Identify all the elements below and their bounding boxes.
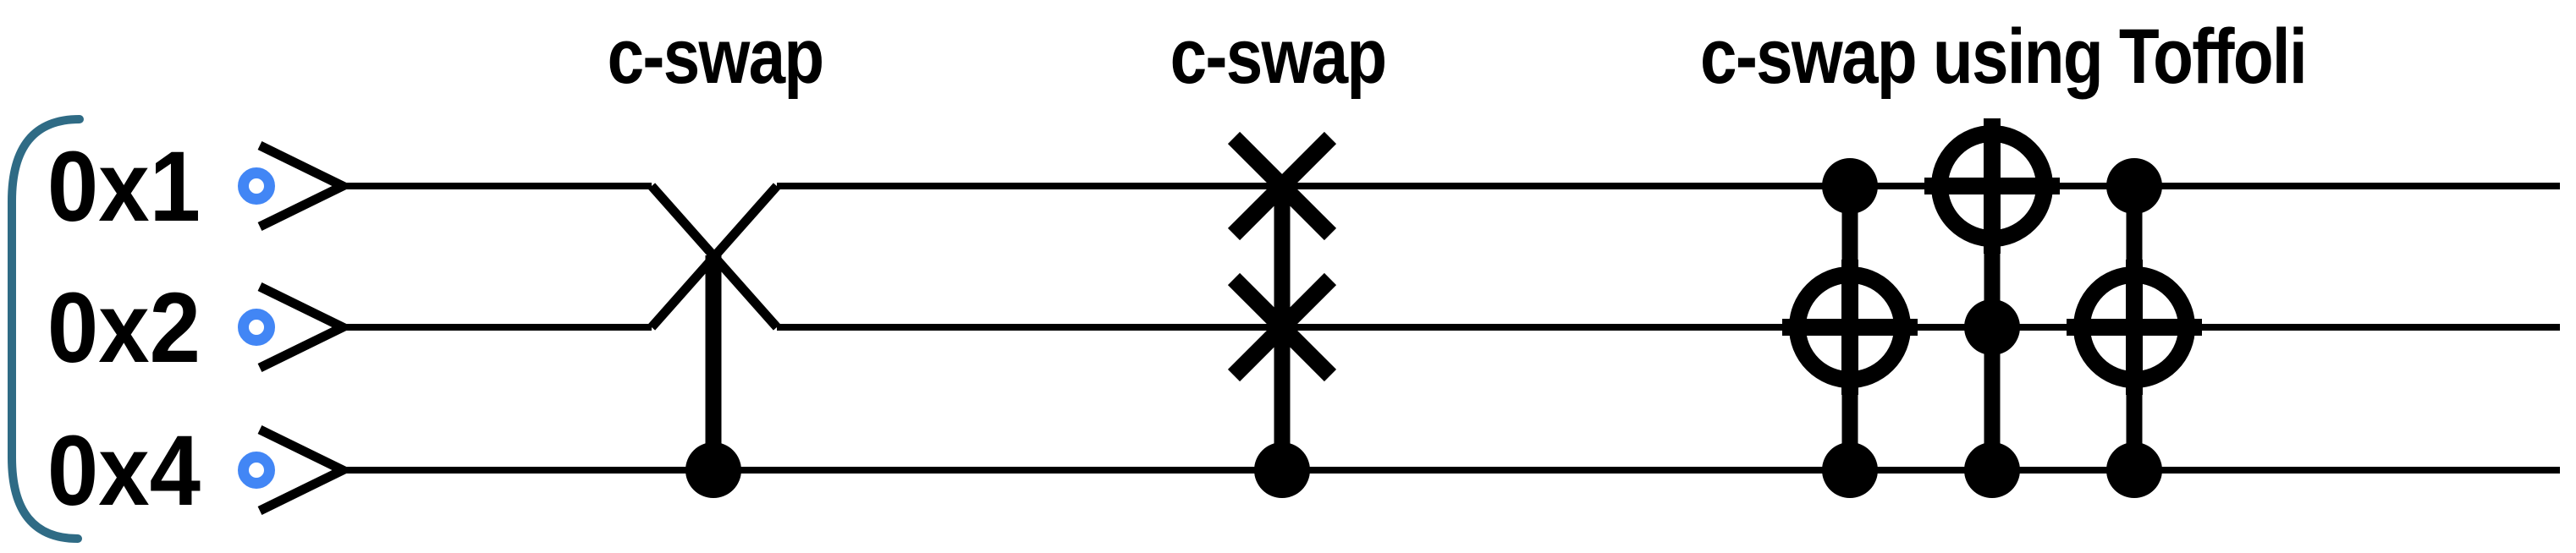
toffoli-gate-1 (1782, 158, 1918, 498)
cswap-crossing-gate (647, 183, 781, 498)
input-marker-icon (238, 452, 275, 489)
input-marker-icon (238, 309, 275, 346)
cswap-x-gate (1227, 131, 1337, 498)
toffoli-gate-3 (2067, 158, 2202, 498)
register-label-0x1: 0x1 (47, 131, 201, 243)
toffoli-gate-2 (1924, 118, 2060, 498)
control-dot (2106, 158, 2162, 214)
control-dot (1822, 158, 1878, 214)
section-title-cswap-1: c-swap (608, 14, 823, 100)
register-bracket (7, 115, 84, 543)
cnot-target-icon (1782, 260, 1918, 395)
control-dot (1964, 299, 2020, 355)
input-marker-icon (238, 167, 275, 205)
register-label-0x2: 0x2 (47, 272, 201, 384)
cnot-target-icon (2067, 260, 2202, 395)
control-dot (1822, 442, 1878, 498)
swap-x-icon (1227, 272, 1337, 382)
control-dot (685, 442, 741, 498)
section-title-cswap-2: c-swap (1170, 14, 1386, 100)
control-dot (2106, 442, 2162, 498)
cnot-target-icon (1924, 118, 2060, 254)
control-dot (1964, 442, 2020, 498)
section-title-cswap-toffoli: c-swap using Toffoli (1700, 14, 2306, 100)
register-label-0x4: 0x4 (47, 415, 201, 527)
swap-x-icon (1227, 131, 1337, 241)
control-dot (1254, 442, 1310, 498)
